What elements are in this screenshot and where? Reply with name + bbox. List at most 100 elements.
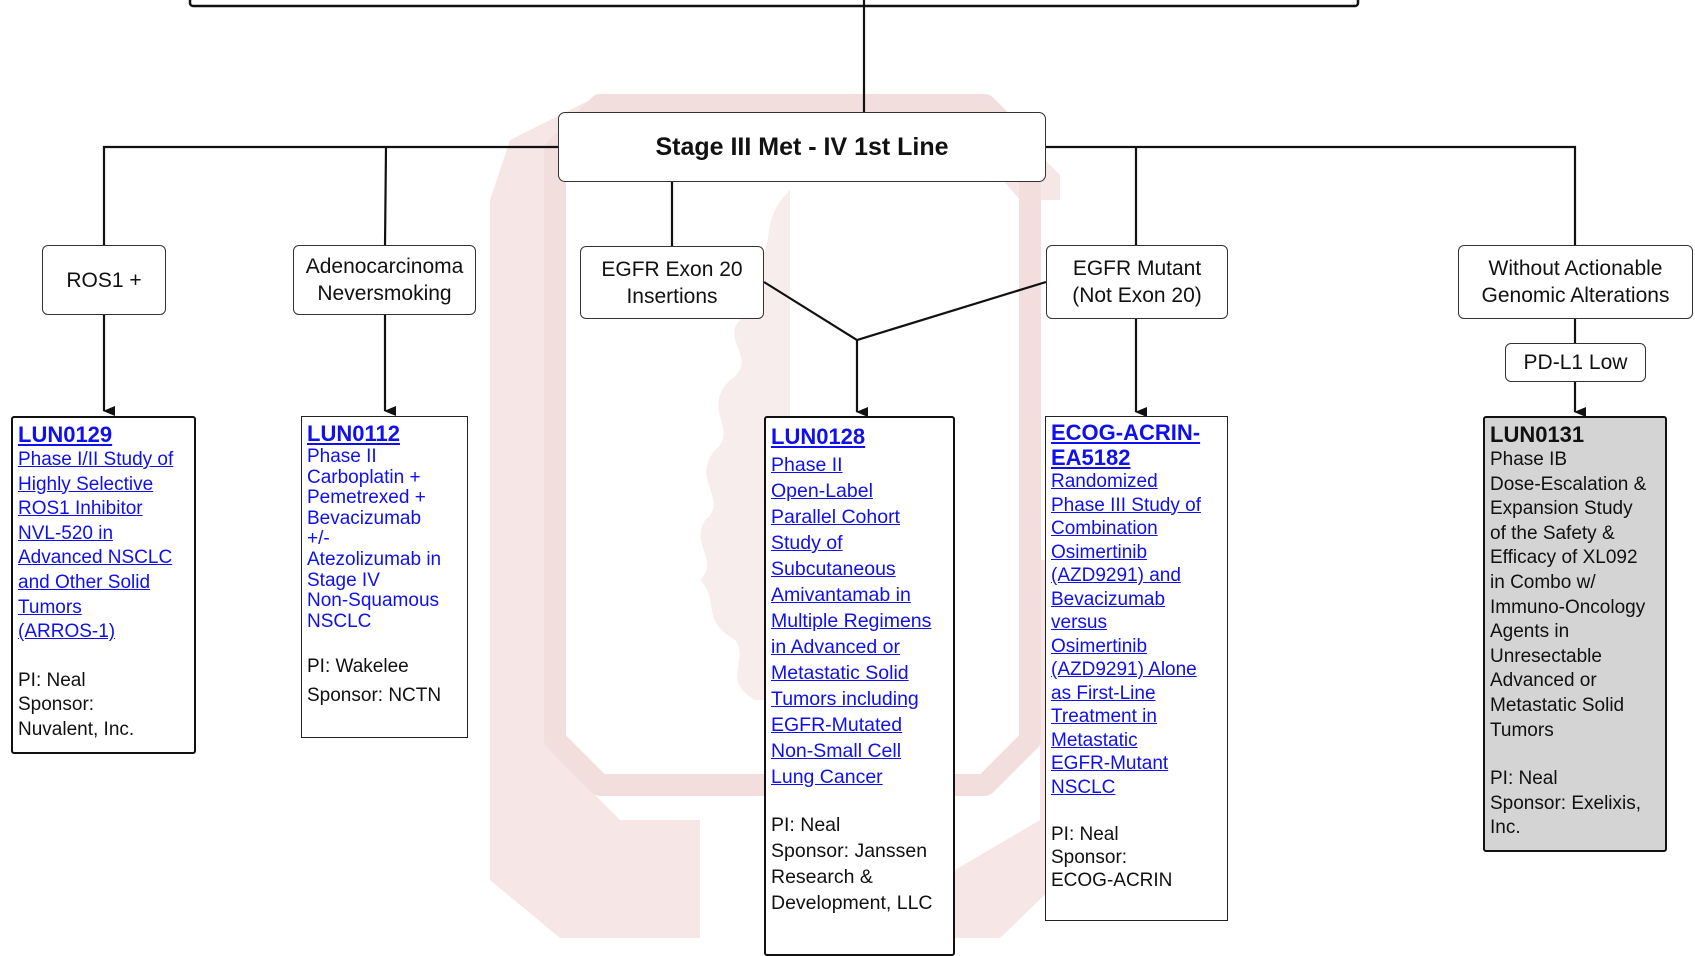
trial-title-link[interactable]: Phase III Study of <box>1051 494 1201 516</box>
trial-title-link[interactable]: ROS1 Inhibitor <box>18 498 143 520</box>
node-stage-iii-met-iv: Stage III Met - IV 1st Line <box>558 112 1046 182</box>
trial-title-link[interactable]: NSCLC <box>307 610 372 632</box>
trial-title-link[interactable]: Carboplatin + <box>307 466 421 488</box>
trial-title-link[interactable]: Lung Cancer <box>771 766 883 788</box>
node-exon20-line2: Insertions <box>626 284 718 308</box>
trial-sponsor: Sponsor: <box>18 694 95 716</box>
trial-sponsor: Sponsor: <box>1051 847 1128 868</box>
trial-title: Agents in <box>1490 621 1570 643</box>
trial-title: of the Safety & <box>1490 522 1615 544</box>
trial-title-link[interactable]: (AZD9291) Alone <box>1051 659 1197 680</box>
trial-title: Immuno-Oncology <box>1490 596 1646 618</box>
trial-sponsor: Sponsor: Janssen <box>771 840 928 862</box>
node-adeno-line1: Adenocarcinoma <box>305 255 464 278</box>
trial-title: in Combo w/ <box>1490 571 1596 593</box>
trial-title-link[interactable]: and Other Solid <box>18 571 151 593</box>
trial-pi: PI: Wakelee <box>307 656 409 678</box>
node-egfr-mutant: EGFR Mutant (Not Exon 20) <box>1046 245 1228 319</box>
trial-id-link[interactable]: LUN0128 <box>771 424 866 449</box>
node-without-line1: Without Actionable <box>1488 257 1663 280</box>
trial-title-link[interactable]: Bevacizumab <box>1051 588 1166 610</box>
trial-title-link[interactable]: Non-Squamous <box>307 590 440 612</box>
trial-title-link[interactable]: Metastatic Solid <box>771 662 909 684</box>
line-main-to-adeno <box>383 146 388 247</box>
trial-title-link[interactable]: Phase II <box>771 454 843 476</box>
trial-card-lun0131: LUN0131 Phase IB Dose-Escalation & Expan… <box>1483 416 1667 852</box>
trial-title-link[interactable]: Combination <box>1051 518 1158 539</box>
trial-card-lun0129: LUN0129 Phase I/II Study of Highly Selec… <box>11 416 196 754</box>
trial-title-link[interactable]: EGFR-Mutated <box>771 714 903 736</box>
trial-title-link[interactable]: Atezolizumab in <box>307 548 442 570</box>
trial-pi: PI: Neal <box>1490 768 1558 790</box>
trial-title: Dose-Escalation & <box>1490 473 1647 495</box>
trial-title-link[interactable]: Pemetrexed + <box>307 487 426 509</box>
trial-title-link[interactable]: Phase II <box>307 446 377 467</box>
node-pdl1-low: PD-L1 Low <box>1505 343 1646 382</box>
trial-title-link[interactable]: Subcutaneous <box>771 558 896 580</box>
node-adeno-line2: Neversmoking <box>317 282 452 305</box>
trial-title-link[interactable]: Stage IV <box>307 569 380 591</box>
node-adenocarcinoma: Adenocarcinoma Neversmoking <box>293 245 476 315</box>
trial-title: Expansion Study <box>1490 498 1633 520</box>
node-pdl1-label: PD-L1 Low <box>1523 351 1628 374</box>
trial-title-link[interactable]: as First-Line <box>1051 682 1156 704</box>
trial-card-ea5182: ECOG-ACRIN- EA5182 Randomized Phase III … <box>1045 416 1228 921</box>
trial-title-link[interactable]: Metastatic <box>1051 729 1138 751</box>
trial-id: LUN0131 <box>1490 422 1585 447</box>
node-without-line2: Genomic Alterations <box>1481 284 1670 307</box>
trial-id-link[interactable]: EA5182 <box>1051 444 1131 470</box>
node-egfr-mutant-line2: (Not Exon 20) <box>1072 284 1202 307</box>
trial-sponsor: Sponsor: Exelixis, <box>1490 792 1642 814</box>
node-egfr-mutant-line1: EGFR Mutant <box>1072 257 1202 280</box>
trial-pi: PI: Neal <box>1051 824 1119 845</box>
trial-title-link[interactable]: Osimertinib <box>1051 635 1148 657</box>
trial-title-link[interactable]: Tumors including <box>771 688 919 710</box>
trial-title-link[interactable]: Tumors <box>18 596 82 618</box>
trial-title: Tumors <box>1490 719 1554 741</box>
trial-title-link[interactable]: Amivantamab in <box>771 584 911 606</box>
trial-title-link[interactable]: Advanced NSCLC <box>18 547 173 569</box>
trial-sponsor: Sponsor: NCTN <box>307 685 442 707</box>
trial-title-link[interactable]: Randomized <box>1051 471 1158 492</box>
trial-title-link[interactable]: in Advanced or <box>771 636 901 658</box>
trial-sponsor: Inc. <box>1490 817 1521 839</box>
trial-sponsor: Nuvalent, Inc. <box>18 718 135 740</box>
node-egfr-exon20: EGFR Exon 20 Insertions <box>580 246 764 319</box>
node-stage-label: Stage III Met - IV 1st Line <box>655 132 949 161</box>
line-egfr-merge <box>763 280 1047 342</box>
trial-title-link[interactable]: NVL-520 in <box>18 522 114 544</box>
trial-card-lun0128: LUN0128 Phase II Open-Label Parallel Coh… <box>764 416 955 956</box>
line-main-to-without <box>1046 145 1577 246</box>
trial-sponsor: Research & <box>771 866 873 888</box>
trial-title-link[interactable]: versus <box>1051 612 1107 633</box>
trial-id-link[interactable]: LUN0129 <box>18 422 113 447</box>
trial-card-lun0112: LUN0112 Phase II Carboplatin + Pemetrexe… <box>301 416 468 738</box>
line-main-to-ros1 <box>102 145 558 246</box>
trial-title-link[interactable]: Osimertinib <box>1051 541 1148 563</box>
trial-title-link[interactable]: +/- <box>307 528 330 550</box>
trial-title-link[interactable]: Non-Small Cell <box>771 740 902 762</box>
trial-title-link[interactable]: Study of <box>771 532 843 554</box>
trial-sponsor: Development, LLC <box>771 892 933 914</box>
trial-title-link[interactable]: Treatment in <box>1051 706 1157 727</box>
trial-title-link[interactable]: NSCLC <box>1051 776 1116 798</box>
trial-title-link[interactable]: Parallel Cohort <box>771 506 900 528</box>
trial-title-link[interactable]: Open-Label <box>771 480 873 502</box>
trial-id-link[interactable]: LUN0112 <box>307 421 400 446</box>
trial-title: Phase IB <box>1490 449 1568 470</box>
node-ros1: ROS1 + <box>42 245 166 315</box>
trial-title-link[interactable]: Highly Selective <box>18 473 154 495</box>
trial-title-link[interactable]: Phase I/II Study of <box>18 449 174 470</box>
trial-id-link[interactable]: ECOG-ACRIN- <box>1051 420 1201 445</box>
trial-pi: PI: Neal <box>771 814 841 836</box>
trial-sponsor: ECOG-ACRIN <box>1051 870 1173 891</box>
trial-title: Unresectable <box>1490 645 1602 667</box>
trial-title-link[interactable]: EGFR-Mutant <box>1051 753 1169 774</box>
trial-title-link[interactable]: Multiple Regimens <box>771 610 932 632</box>
trial-title-link[interactable]: Bevacizumab <box>307 507 422 529</box>
trial-title-link[interactable]: (AZD9291) and <box>1051 565 1181 586</box>
node-without-actionable: Without Actionable Genomic Alterations <box>1458 245 1693 319</box>
top-node-partial <box>188 0 1360 8</box>
trial-title-link[interactable]: (ARROS-1) <box>18 621 116 643</box>
